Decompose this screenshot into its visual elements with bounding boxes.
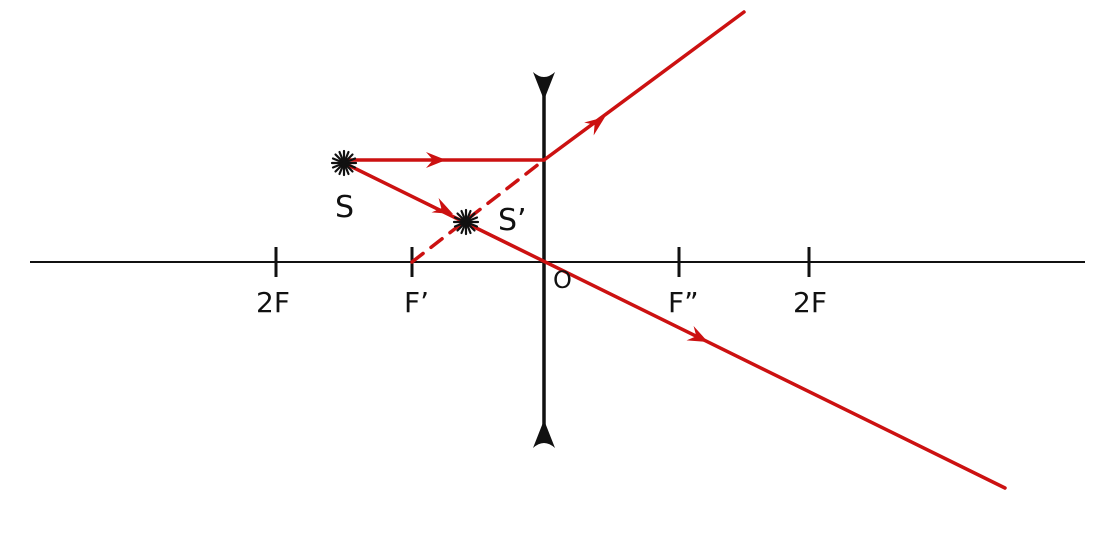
arrowhead-icon xyxy=(686,325,708,342)
arrowhead-icon xyxy=(426,152,446,168)
label-focus-right: F” xyxy=(668,286,699,319)
label-source: S xyxy=(335,190,354,225)
arrowhead-icon xyxy=(584,117,605,136)
source-star-icon xyxy=(330,149,358,177)
label-optical-center: O xyxy=(553,266,572,294)
image-star-icon xyxy=(452,208,480,236)
label-2f-right: 2F xyxy=(793,286,827,319)
label-2f-left: 2F xyxy=(256,286,290,319)
label-focus-left: F’ xyxy=(404,286,429,319)
label-image: S’ xyxy=(498,203,527,238)
refracted-ray-up xyxy=(542,10,746,162)
lens-top-arrowhead-icon xyxy=(533,72,555,100)
lens-bottom-arrowhead-icon xyxy=(533,420,555,448)
arrowhead-icon xyxy=(431,197,453,214)
virtual-ray-extension xyxy=(410,158,546,264)
